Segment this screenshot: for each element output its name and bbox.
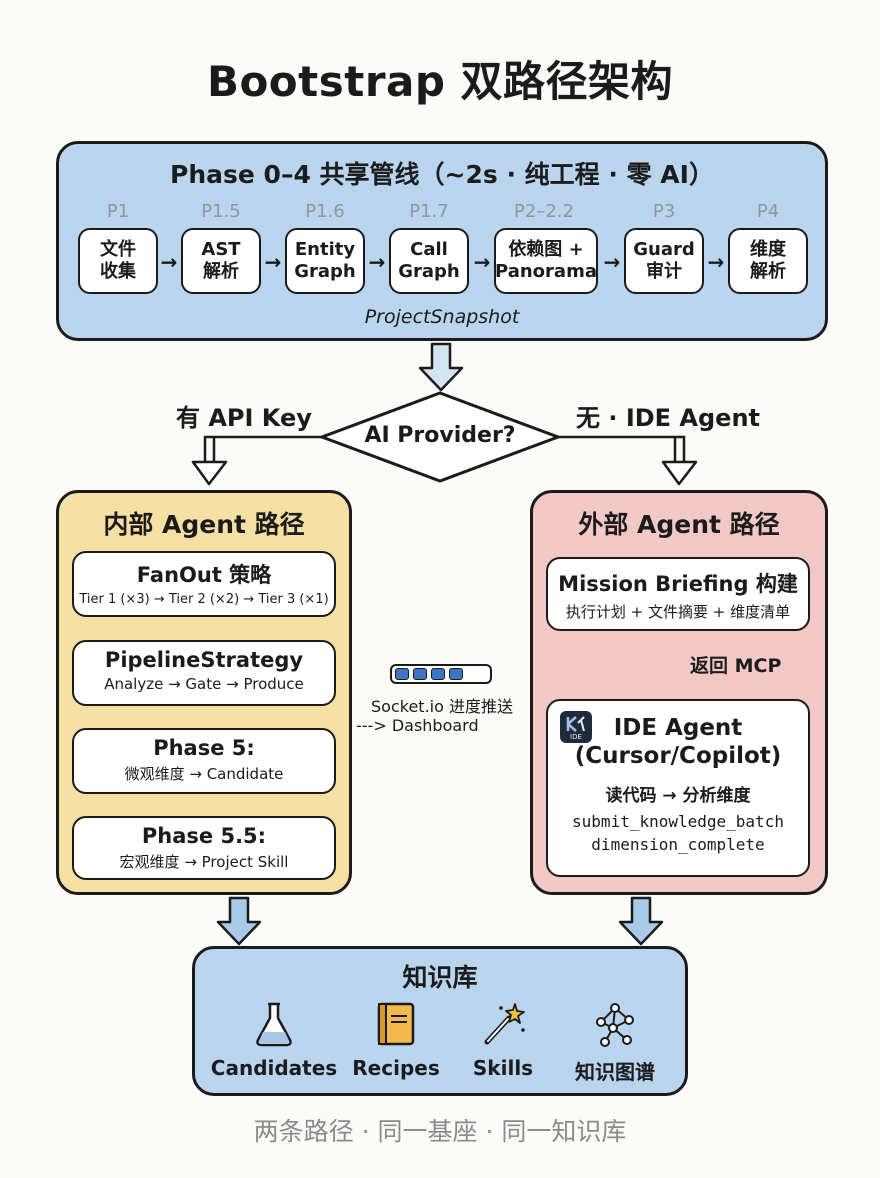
internal-agent-title: 内部 Agent 路径 (103, 510, 305, 539)
arrow-right-icon: → (473, 250, 491, 274)
arrow-right-icon: → (707, 250, 725, 274)
phase-box-entity-graph: Entity Graph (285, 228, 365, 294)
card-subtitle: 微观维度 → Candidate (124, 765, 284, 783)
decision-label: AI Provider? (364, 423, 516, 448)
kb-item-recipes: Recipes (331, 1000, 461, 1080)
branch-label-api-key: 有 API Key (176, 404, 312, 432)
arrow-right-icon: → (368, 250, 386, 274)
ide-agent-title: IDE Agent (613, 715, 743, 741)
diagram-title: Bootstrap 双路径架构 (206, 57, 674, 106)
submit-knowledge-batch-label: submit_knowledge_batch (572, 812, 784, 831)
kb-label: Recipes (352, 1056, 440, 1080)
kb-item-knowledge-graph: 知识图谱 (550, 1000, 680, 1085)
arrow-right-icon: → (160, 250, 178, 274)
arrow-right-icon: → (603, 250, 621, 274)
card-title: PipelineStrategy (104, 648, 304, 672)
phase-label-p2: P2–2.2 (514, 201, 574, 222)
card-title: Phase 5.5: (141, 824, 267, 848)
arrow-right-icon: → (264, 250, 282, 274)
phase-box-call-graph: Call Graph (389, 228, 469, 294)
pipeline-strategy-card: PipelineStrategy Analyze → Gate → Produc… (72, 640, 336, 706)
footer-caption: 两条路径 · 同一基座 · 同一知识库 (253, 1117, 627, 1146)
flask-icon (256, 1002, 292, 1047)
shared-pipeline-title: Phase 0–4 共享管线（~2s · 纯工程 · 零 AI） (170, 160, 714, 189)
magic-wand-icon (484, 1003, 525, 1045)
card-subtitle: Tier 1 (×3) → Tier 2 (×2) → Tier 3 (×1) (79, 592, 329, 607)
mission-briefing-card: Mission Briefing 构建 执行计划 + 文件摘要 + 维度清单 (546, 557, 810, 631)
phase-box-guard: Guard 审计 (624, 228, 704, 294)
ide-logo-text: IDE (570, 733, 582, 741)
branch-label-ide-agent: 无 · IDE Agent (576, 404, 761, 432)
fanout-strategy-card: FanOut 策略 Tier 1 (×3) → Tier 2 (×2) → Ti… (72, 551, 336, 617)
ide-logo-icon: IDE (560, 711, 592, 743)
return-mcp-label: 返回 MCP (690, 655, 782, 677)
phase-box-file-collection: 文件 收集 (78, 228, 158, 294)
knowledge-base-title: 知识库 (402, 963, 478, 992)
kb-label: Candidates (210, 1056, 338, 1080)
phase-label-p1-7: P1.7 (409, 201, 449, 222)
card-title: FanOut 策略 (136, 563, 272, 587)
phase-label-p3: P3 (652, 201, 676, 222)
socket-progress-label: Socket.io 进度推送 (371, 697, 513, 716)
phase-label-p1-6: P1.6 (305, 201, 345, 222)
dimension-complete-label: dimension_complete (591, 835, 765, 854)
card-subtitle: 执行计划 + 文件摘要 + 维度清单 (565, 603, 791, 621)
card-subtitle: Analyze → Gate → Produce (104, 675, 304, 693)
dashboard-label: ---> Dashboard (356, 716, 479, 735)
phase-label-p1: P1 (106, 201, 130, 222)
phase-box-dimension: 维度 解析 (728, 228, 808, 294)
kb-label: Skills (472, 1056, 534, 1080)
external-agent-title: 外部 Agent 路径 (578, 510, 780, 539)
card-title: Mission Briefing 构建 (558, 572, 798, 596)
ide-agent-step: 读代码 → 分析维度 (605, 786, 751, 806)
phase-box-ast: AST 解析 (181, 228, 261, 294)
graph-icon (596, 1003, 634, 1047)
book-icon (377, 1002, 415, 1046)
project-snapshot-label: ProjectSnapshot (364, 306, 520, 328)
phase-label-p4: P4 (756, 201, 780, 222)
ide-agent-subtitle: (Cursor/Copilot) (574, 743, 782, 769)
card-subtitle: 宏观维度 → Project Skill (119, 853, 289, 871)
phase-label-p1-5: P1.5 (201, 201, 241, 222)
phase-5-card: Phase 5: 微观维度 → Candidate (72, 728, 336, 794)
progress-bar-icon (390, 664, 492, 684)
card-title: Phase 5: (153, 736, 255, 760)
kb-label: 知识图谱 (575, 1060, 655, 1084)
ide-agent-card: IDE IDE Agent (Cursor/Copilot) 读代码 → 分析维… (546, 699, 810, 877)
phase-box-dependency-panorama: 依赖图 + Panorama (494, 228, 598, 294)
kb-item-candidates: Candidates (209, 1000, 339, 1080)
kb-item-skills: Skills (438, 1000, 568, 1080)
phase-5-5-card: Phase 5.5: 宏观维度 → Project Skill (72, 816, 336, 880)
